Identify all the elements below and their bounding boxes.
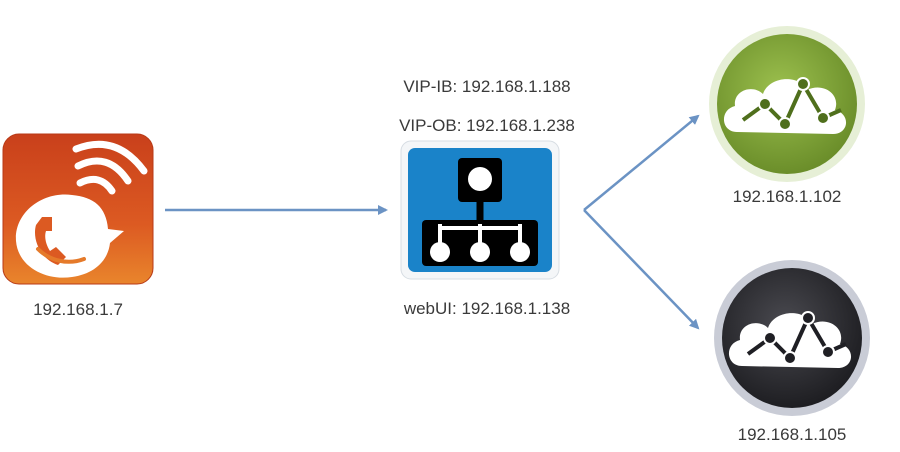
vip-inbound-label: VIP-IB: 192.168.1.188 [403, 77, 571, 96]
load-balancer-icon [400, 140, 560, 280]
client-ip-label: 192.168.1.7 [33, 300, 123, 319]
server-2-ip-label: 192.168.1.105 [737, 425, 847, 444]
arrow-balancer-to-server-2 [583, 209, 700, 330]
softphone-icon [2, 133, 154, 285]
cloud-server-icon [714, 260, 870, 416]
vip-outbound-label: VIP-OB: 192.168.1.238 [399, 116, 575, 135]
webui-label: webUI: 192.168.1.138 [403, 299, 571, 318]
arrow-balancer-to-server-1 [583, 114, 700, 211]
server-1-ip-label: 192.168.1.102 [732, 187, 842, 206]
cloud-server-icon [709, 26, 865, 182]
